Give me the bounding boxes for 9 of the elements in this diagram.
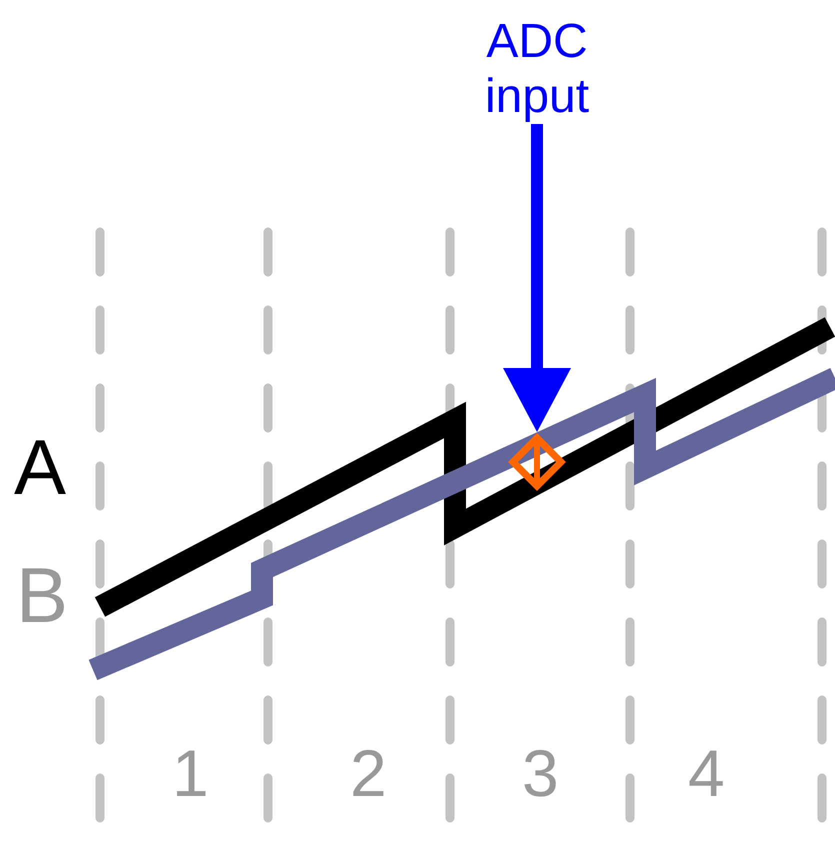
arrow [503,124,571,432]
adc-input-label: ADC input [437,14,637,124]
signal-name: A [14,428,66,506]
interval-number: 4 [688,740,725,806]
interval-number: 3 [522,740,559,806]
crossing-marker [508,433,566,491]
signal-name: B [16,556,68,634]
interval-number: 1 [172,740,209,806]
interval-number: 2 [350,740,387,806]
